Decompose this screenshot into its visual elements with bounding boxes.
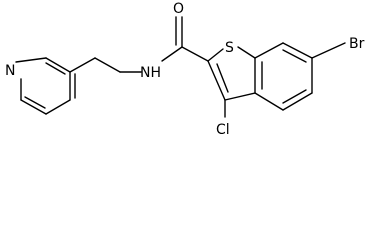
atom-label-bromine: Br <box>349 36 365 52</box>
bond <box>282 49 307 63</box>
atom-label-chlorine: Cl <box>216 122 230 138</box>
bond <box>15 57 47 63</box>
bond <box>45 62 66 75</box>
bond <box>311 42 346 59</box>
thiophene-ring <box>207 46 256 101</box>
bond <box>282 42 313 59</box>
atom-label-oxygen: O <box>173 1 184 17</box>
atom-label-amide-nitrogen: NH <box>140 65 161 81</box>
bond <box>69 57 96 73</box>
bond <box>216 63 229 93</box>
bond <box>254 42 284 59</box>
bond <box>254 92 284 111</box>
bond <box>45 57 71 73</box>
bond <box>20 99 47 115</box>
bond <box>237 46 256 59</box>
bond <box>224 92 256 101</box>
bond <box>282 89 307 104</box>
atom-label-sulfur: S <box>225 40 234 56</box>
bond <box>45 99 71 115</box>
bond <box>181 46 209 62</box>
pyridine-ring <box>15 57 96 115</box>
bond <box>207 60 226 101</box>
bond <box>161 46 183 62</box>
atom-label-pyridine-nitrogen: N <box>5 63 15 79</box>
bond <box>207 48 224 62</box>
benzene-ring <box>254 42 313 111</box>
molecule-diagram: O S NH N Cl Br <box>5 1 365 138</box>
bond <box>94 57 121 73</box>
bond <box>282 92 313 111</box>
bond <box>24 96 46 109</box>
